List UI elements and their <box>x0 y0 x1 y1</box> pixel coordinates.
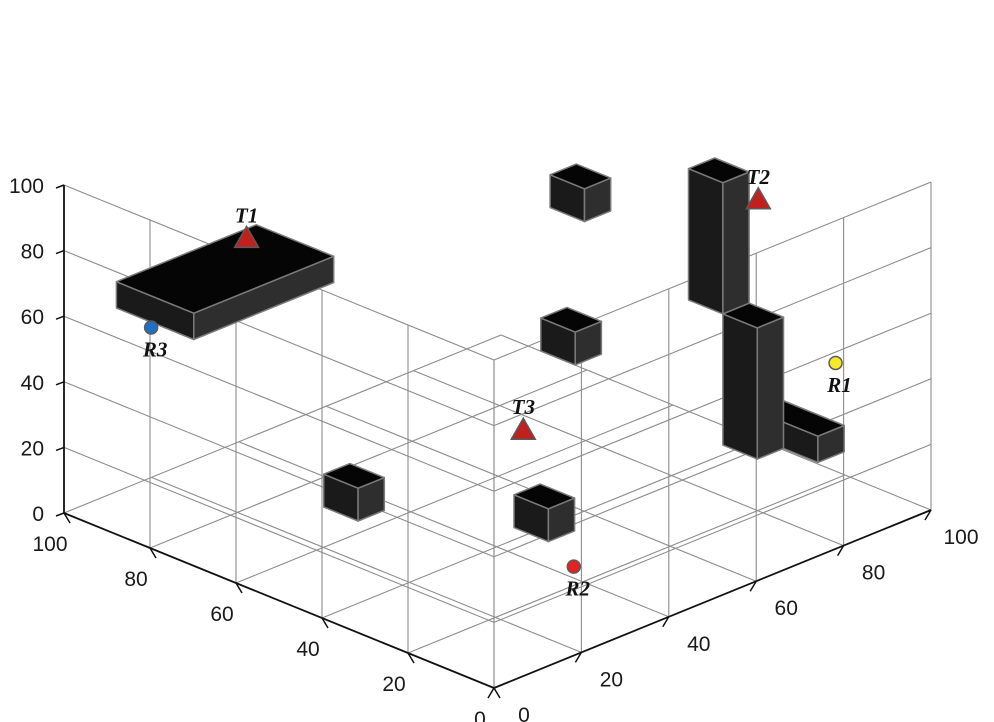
marker-r1 <box>828 355 843 371</box>
obstacle-box <box>549 163 612 223</box>
obstacle-face <box>322 462 386 489</box>
grid-line <box>151 476 582 653</box>
marker-label-t2: T2 <box>747 165 771 189</box>
x-tick <box>407 652 415 664</box>
marker-label-r3: R3 <box>142 338 168 362</box>
marker-r3 <box>143 320 159 335</box>
z-tick <box>55 446 65 452</box>
z-tick <box>55 184 65 189</box>
y-tick-label: 100 <box>943 526 978 549</box>
y-tick-label: 60 <box>775 597 798 620</box>
grid-line <box>63 334 502 514</box>
x-tick <box>149 547 157 559</box>
grid-line <box>149 369 588 549</box>
x-tick <box>63 512 71 524</box>
y-tick <box>836 545 845 556</box>
marker-t2 <box>745 186 772 210</box>
obstacle-box <box>322 462 386 522</box>
grid-line <box>493 443 932 623</box>
z-tick-label: 100 <box>9 175 44 198</box>
y-tick <box>924 509 932 521</box>
grid-line <box>407 474 846 654</box>
y-tick-label: 40 <box>687 633 710 656</box>
z-tick <box>55 512 65 517</box>
z-tick <box>55 381 65 386</box>
grid-line <box>238 441 670 618</box>
obstacle-box <box>687 157 750 315</box>
grid-line <box>235 404 674 584</box>
obstacle-face <box>687 167 724 315</box>
y-tick <box>574 652 583 663</box>
grid-line <box>63 446 495 623</box>
obstacle-face <box>722 171 750 315</box>
marker-label-t3: T3 <box>512 395 535 419</box>
x-tick-label: 60 <box>210 603 233 626</box>
obstacle-face <box>722 313 759 460</box>
z-tick <box>55 315 65 320</box>
obstacle-face <box>687 157 750 184</box>
x-tick-label: 0 <box>474 708 486 722</box>
y-tick-label: 20 <box>600 668 623 691</box>
obstacle-face <box>540 306 603 333</box>
z-tick-label: 0 <box>32 503 44 526</box>
x-tick <box>235 582 243 594</box>
z-tick-label: 80 <box>21 241 44 264</box>
marker-label-r2: R2 <box>565 577 591 601</box>
x-tick <box>321 617 329 629</box>
grid-line <box>63 381 495 558</box>
obstacle-face <box>115 224 335 314</box>
obstacle-face <box>549 163 612 190</box>
x-axis-line <box>63 512 495 689</box>
y-axis-line <box>493 509 932 689</box>
x-tick-label: 20 <box>382 673 405 696</box>
obstacle-face <box>756 316 785 460</box>
z-tick <box>55 249 65 255</box>
z-tick-label: 40 <box>21 372 44 395</box>
obstacle-box <box>722 302 785 460</box>
marker-label-r1: R1 <box>826 373 852 397</box>
obstacle-layer <box>115 157 845 543</box>
y-tick <box>749 580 757 592</box>
obstacle-face <box>513 483 576 510</box>
y-tick <box>487 687 495 699</box>
axis-layer: 0 20 40 60 80 100 0 20 40 60 80 100 0 20 40 60 80 100 <box>9 175 979 722</box>
obstacle-box <box>115 224 335 341</box>
z-tick-label: 20 <box>21 437 44 460</box>
x-tick-label: 80 <box>124 568 147 591</box>
z-tick-label: 60 <box>21 306 44 329</box>
x-tick-label: 100 <box>32 533 67 556</box>
marker-r2 <box>566 559 582 574</box>
marker-t1 <box>233 224 260 249</box>
y-tick-label: 0 <box>518 704 530 722</box>
marker-t3 <box>510 416 537 440</box>
marker-label-t1: T1 <box>235 203 258 227</box>
grid-line <box>493 312 932 492</box>
grid-line <box>63 315 495 492</box>
obstacle-box <box>513 483 576 543</box>
obstacle-box <box>540 306 603 366</box>
y-tick <box>662 616 670 628</box>
x-tick <box>493 687 501 699</box>
grid-line <box>413 370 844 547</box>
x-tick-label: 40 <box>296 638 319 661</box>
y-tick-label: 80 <box>862 562 885 585</box>
grid-line <box>493 247 932 427</box>
